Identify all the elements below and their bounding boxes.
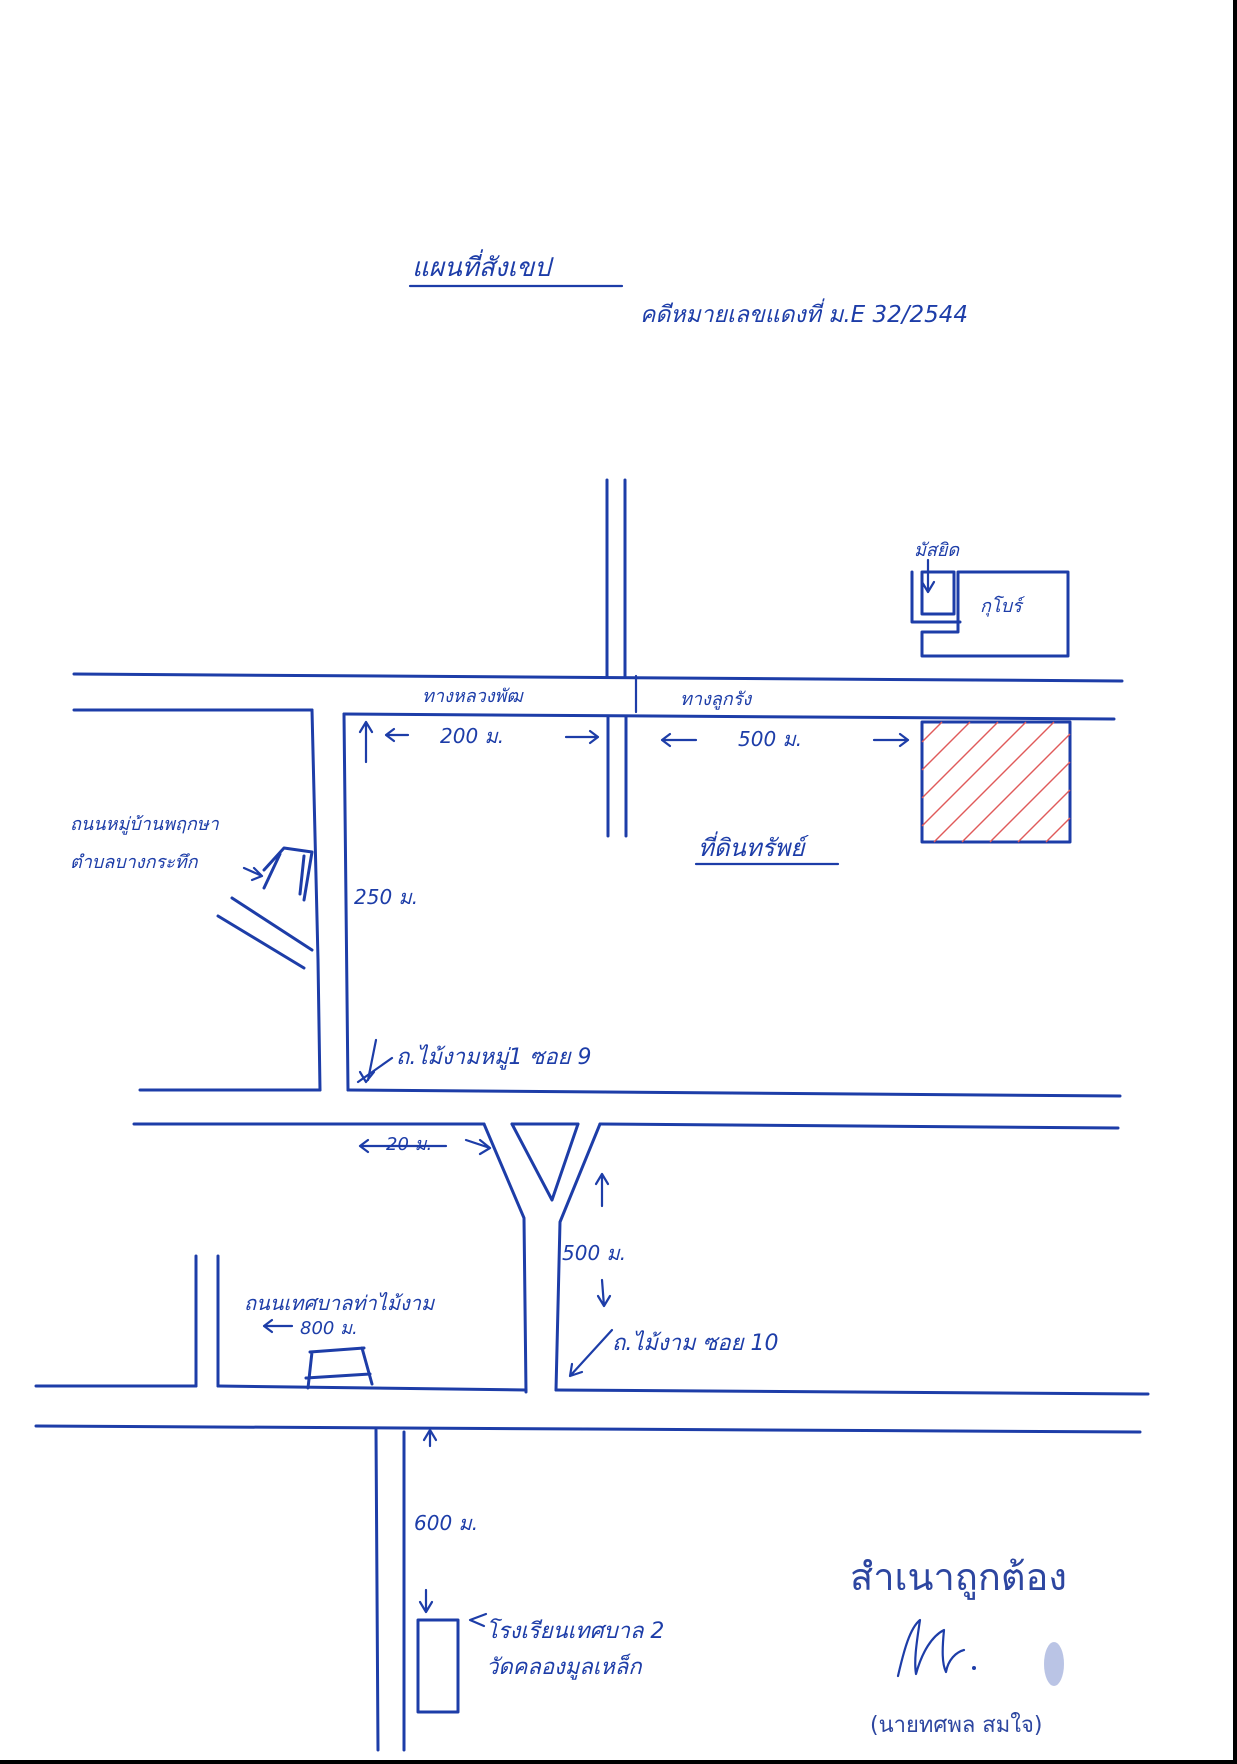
bottom-road-top-edge	[34, 1424, 1142, 1434]
tomb-label: กุโบร์	[980, 595, 1026, 617]
mosque-arrow-head	[920, 580, 936, 594]
signature	[896, 1618, 976, 1678]
property-label: ที่ดินทรัพย์	[698, 831, 809, 862]
school-label: ถนนเทศบาลท่าไม้งาม	[244, 1291, 436, 1315]
main-road-bottom-right-edge	[342, 712, 1116, 721]
dist-200-label: 200 ม.	[440, 724, 504, 748]
property-plot	[920, 720, 1072, 844]
y-junction	[482, 1122, 602, 1394]
soi9-pointer	[356, 1056, 394, 1084]
dist-500-right-arrow	[872, 732, 910, 748]
dist-600-label: 600 ม.	[414, 1511, 478, 1535]
ink-smudge	[1044, 1642, 1064, 1686]
case-reference: คดีหมายเลขแดงที่ ม.E 32/2544	[640, 298, 968, 328]
soi9-label: ถ.ไม้งามหมู่1 ซอย 9	[396, 1044, 592, 1070]
west-road-left-edge-lower	[316, 958, 322, 1092]
corner-arrow-up	[358, 720, 374, 764]
dist-20-label: 20 ม.	[386, 1134, 432, 1155]
soi10-road-edge	[554, 1388, 1150, 1396]
mosque-compound-outline	[910, 570, 962, 624]
road-name-left: ทางหลวงพัฒ	[422, 686, 524, 707]
village-label-line2: ตำบลบางกระทึก	[70, 852, 199, 873]
village-label-line1: ถนนหมู่บ้านพฤกษา	[70, 814, 220, 835]
dist-500-mid-label: 500 ม.	[562, 1241, 626, 1265]
dist-250-label: 250 ม.	[354, 885, 418, 909]
dist-600-down-arrow	[418, 1588, 434, 1614]
west-road-left-edge	[310, 708, 320, 962]
south-road-left-edge	[374, 1428, 380, 1752]
dist-500-down-arrow	[596, 1278, 612, 1308]
dist-200-left-arrow	[384, 727, 410, 743]
dist-20-left-arrow	[358, 1138, 448, 1154]
destination-label-line2: วัดคลองมูลเหล็ก	[486, 1653, 643, 1680]
gate-icon	[304, 1346, 374, 1390]
mosque-building	[920, 570, 956, 616]
dist-600-up-arrow	[422, 1428, 438, 1448]
certified-copy-stamp: สำเนาถูกต้อง	[850, 1555, 1067, 1600]
destination-pointer	[468, 1612, 488, 1628]
dist-500-up-arrow	[594, 1172, 610, 1208]
west-road-right-edge	[342, 712, 350, 1092]
main-road-top-edge	[72, 672, 1124, 683]
map-title: แผนที่สังเขป	[412, 249, 554, 283]
lower-road-top-right	[598, 1122, 1120, 1130]
dist-800-label: 800 ม.	[300, 1318, 358, 1339]
bridge-icon	[216, 846, 314, 970]
destination-building	[416, 1618, 460, 1714]
soi9-road-top-edge	[346, 1088, 1122, 1098]
soi10-label: ถ.ไม้งาม ซอย 10	[612, 1330, 779, 1356]
tomb-compound	[920, 570, 1070, 658]
road-name-right: ทางลูกรัง	[680, 689, 752, 710]
dist-200-right-arrow	[564, 729, 600, 745]
dist-800-arrow	[262, 1318, 294, 1334]
mosque-label: มัสยิด	[914, 540, 960, 561]
signatory-name: (นายทศพล สมใจ)	[870, 1712, 1042, 1738]
school-bottom-edge	[216, 1384, 528, 1392]
dist-500-left-arrow	[660, 732, 698, 748]
destination-label-line1: โรงเรียนเทศบาล 2	[486, 1618, 664, 1644]
dist-20-right-arrow	[464, 1138, 492, 1156]
dist-500-top-label: 500 ม.	[738, 727, 802, 751]
soi10-arrow	[568, 1328, 614, 1378]
village-label-arrow	[242, 866, 264, 882]
